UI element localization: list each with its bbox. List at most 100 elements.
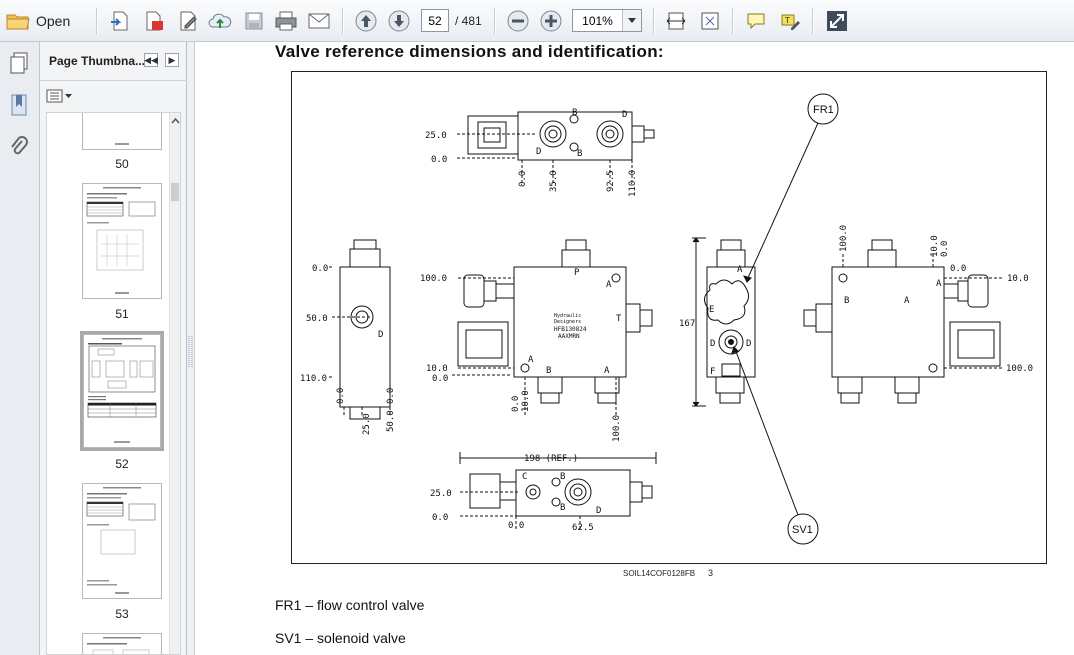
thumbnails-panel: Page Thumbna... ◀◀ ▶ 50	[40, 42, 187, 655]
highlight-button[interactable]: T	[778, 8, 802, 34]
scroll-up-icon[interactable]	[170, 116, 181, 126]
fr1-callout-label: FR1	[813, 104, 834, 116]
port-label: A	[606, 280, 612, 290]
valve-dimension-figure: FR1 SV1 Hydraulic Designers HFB130824 AA…	[291, 71, 1047, 564]
dimension-label: 62.5	[572, 523, 594, 533]
attachments-button[interactable]	[6, 134, 32, 160]
dimension-label: 110.0	[628, 170, 638, 197]
port-label: C	[522, 472, 527, 482]
page-number-input[interactable]	[421, 9, 449, 32]
document-arrow-icon	[111, 11, 128, 31]
dimension-label: 167	[679, 319, 695, 329]
toolbar-separator	[96, 8, 98, 34]
open-button[interactable]: Open	[6, 8, 80, 34]
port-label: B	[572, 108, 577, 118]
zoom-in-button[interactable]	[539, 8, 563, 34]
flow-control-knob	[704, 279, 750, 325]
figure-id: SOIL14COF0128FB	[623, 569, 696, 578]
nameplate-line: Hydraulic	[554, 313, 581, 319]
port-label: A	[528, 355, 534, 365]
thumbnail-page[interactable]	[82, 113, 162, 150]
pages-icon	[10, 52, 28, 74]
comment-button[interactable]	[744, 8, 768, 34]
panel-splitter[interactable]	[187, 42, 195, 655]
dimension-label: 110.0	[300, 374, 327, 384]
dimension-label: 100.0	[612, 415, 622, 442]
svg-text:T: T	[784, 16, 790, 25]
create-pdf-button[interactable]	[108, 8, 132, 34]
bottom-view-body	[515, 469, 631, 517]
zoom-select[interactable]: 101%	[572, 9, 642, 32]
page-count-label: / 481	[455, 14, 482, 28]
thumbnail-page[interactable]	[82, 483, 162, 599]
toolbar-separator	[494, 8, 496, 34]
printer-icon	[275, 11, 297, 31]
port-label: B	[560, 472, 565, 482]
nameplate-line: AAXMRN	[558, 333, 580, 340]
nameplate-line: HFB130824	[554, 326, 587, 333]
dimension-label: 25.0	[430, 489, 452, 499]
dimension-label: 0.0	[432, 513, 448, 523]
edit-button[interactable]	[176, 8, 200, 34]
dimension-label: 0.0	[386, 388, 396, 404]
save-button[interactable]	[242, 8, 266, 34]
dimension-label: 0.0	[511, 396, 521, 412]
thumbnail-page[interactable]	[82, 183, 162, 299]
port-label: D	[746, 339, 751, 349]
pdf-tools-button[interactable]	[142, 8, 166, 34]
bookmark-icon	[11, 94, 27, 116]
arrow-up-circle-icon	[355, 10, 377, 32]
zoom-value: 101%	[582, 13, 613, 28]
paperclip-icon	[11, 136, 28, 155]
port-label: D	[596, 506, 601, 516]
floppy-disk-icon	[245, 12, 263, 30]
previous-page-button[interactable]	[354, 8, 378, 34]
fullscreen-button[interactable]	[825, 8, 849, 34]
expand-icon	[827, 11, 847, 31]
thumbnail-page-current[interactable]	[83, 334, 161, 448]
port-label: A	[904, 296, 910, 306]
scrollbar-thumb[interactable]	[171, 183, 179, 201]
thumbnail-options-button[interactable]	[46, 88, 74, 104]
toolbar-separator	[732, 8, 734, 34]
dimension-label: 0.0	[432, 374, 448, 384]
zoom-out-button[interactable]	[506, 8, 530, 34]
bookmarks-button[interactable]	[6, 92, 32, 118]
thumbnails-scrollbar[interactable]	[169, 113, 181, 654]
port-label: D	[378, 330, 383, 340]
options-list-icon	[46, 89, 72, 103]
panel-title: Page Thumbna...	[49, 54, 144, 68]
port-label: B	[560, 503, 565, 513]
print-button[interactable]	[274, 8, 298, 34]
upload-button[interactable]	[208, 8, 232, 34]
expand-panel-button[interactable]: ▶	[165, 53, 179, 67]
dimension-label: 25.0	[362, 413, 372, 435]
arrow-down-circle-icon	[388, 10, 410, 32]
chevron-right-icon: ▶	[168, 54, 176, 65]
toolbar-separator	[342, 8, 344, 34]
valve-drawing: FR1 SV1 Hydraulic Designers HFB130824 AA…	[300, 93, 1033, 545]
port-label: A	[936, 279, 942, 289]
dimension-label: 10.0	[930, 235, 940, 257]
fit-page-icon	[701, 12, 719, 30]
next-page-button[interactable]	[387, 8, 411, 34]
thumbnails-list[interactable]: 50 51	[46, 112, 181, 655]
collapse-panel-button[interactable]: ◀◀	[144, 53, 158, 67]
page-thumbnails-button[interactable]	[6, 50, 32, 76]
dimension-label: 50.0	[386, 410, 396, 432]
port-label: A	[737, 265, 743, 275]
fit-width-icon	[666, 12, 686, 30]
dimension-label: 0.0	[940, 241, 950, 257]
thumbnail-page[interactable]	[82, 633, 162, 654]
dimension-label: 0.0	[431, 155, 447, 165]
thumbnail-page-number: 51	[115, 307, 129, 321]
chevron-down-icon[interactable]	[622, 10, 641, 31]
sv1-callout-label: SV1	[792, 524, 813, 536]
email-button[interactable]	[307, 8, 331, 34]
envelope-icon	[308, 13, 330, 29]
grip-icon	[188, 336, 193, 368]
dimension-label: 10.0	[1007, 274, 1029, 284]
fit-page-button[interactable]	[698, 8, 722, 34]
fit-width-button[interactable]	[664, 8, 688, 34]
edit-document-icon	[180, 11, 197, 31]
